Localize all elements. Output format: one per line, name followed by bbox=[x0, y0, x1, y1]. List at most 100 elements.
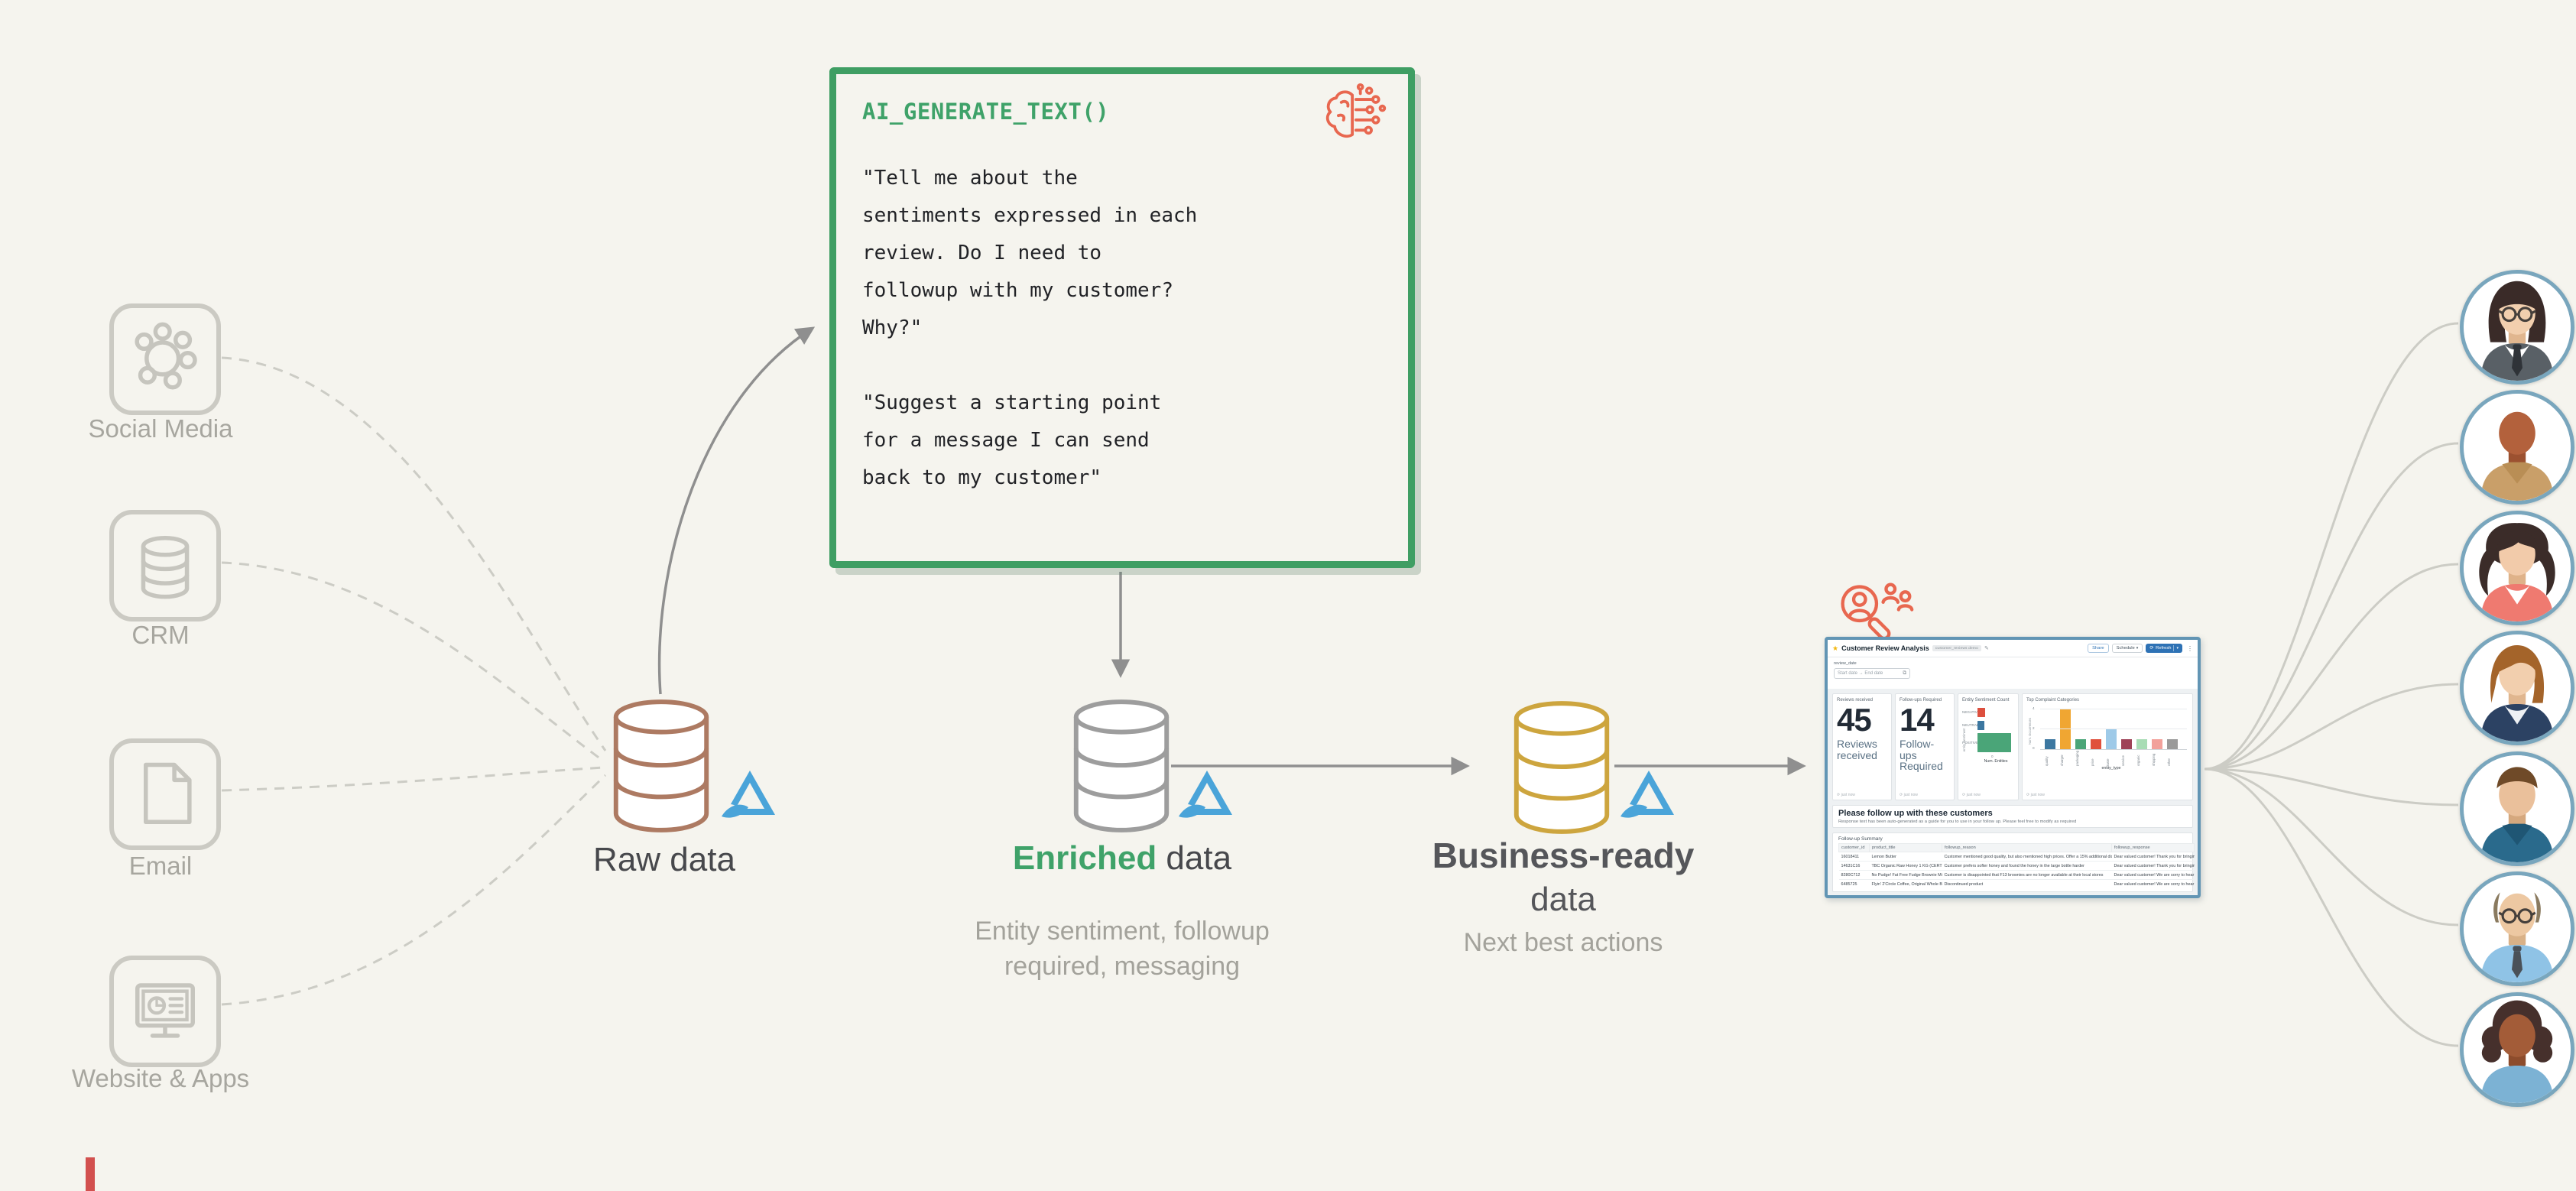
x-axis-tick-label: organic bbox=[2136, 755, 2140, 766]
y-axis-tick: 2 bbox=[2033, 726, 2035, 730]
social-media-icon bbox=[135, 322, 197, 390]
kpi-value: 14 bbox=[1900, 702, 1935, 738]
x-axis-tick-label: quality bbox=[2045, 756, 2049, 766]
table-cell: No Pudge! Fat Free Fudge Brownie Mix, 13… bbox=[1869, 870, 1942, 880]
table-cell: Customer is disappointed that F13 browni… bbox=[1942, 870, 2112, 880]
x-axis-tick-label: shipping bbox=[2152, 753, 2156, 766]
date-range-input[interactable]: Start date → End date ⧉ bbox=[1834, 668, 1910, 679]
complaint-bar bbox=[2136, 739, 2147, 749]
share-button[interactable]: Share bbox=[2088, 644, 2109, 653]
sentiment-bar-row: NEUTRAL bbox=[1962, 719, 2014, 732]
ai-function-title: AI_GENERATE_TEXT() bbox=[862, 99, 1110, 125]
customer-avatar-5 bbox=[2460, 751, 2574, 866]
x-axis-tick-label: taste bbox=[2106, 758, 2110, 766]
source-email bbox=[109, 738, 221, 850]
ai-prompt-2: "Suggest a starting point for a message … bbox=[862, 391, 1162, 489]
dashboard-body: Reviews received 45 Reviews received ⟳ j… bbox=[1828, 689, 2198, 895]
refresh-timestamp: ⟳ just now bbox=[2026, 793, 2045, 797]
column-header: product_title bbox=[1869, 843, 1942, 852]
sentiment-bar-row: NEGATIVE bbox=[1962, 706, 2014, 719]
customer-avatar-3 bbox=[2460, 511, 2574, 625]
source-label-email: Email bbox=[128, 852, 193, 880]
calendar-icon: ⧉ bbox=[1903, 670, 1906, 676]
avatar-illustration bbox=[2464, 634, 2571, 742]
edit-pencil-icon[interactable]: ✎ bbox=[1984, 646, 1989, 651]
chevron-down-icon: ▾ bbox=[2136, 646, 2139, 651]
kpi-caption: Follow-ups Required bbox=[1900, 737, 1943, 773]
sentiment-chart: entity_sentiment NEGATIVE NEUTRAL POSITIVE… bbox=[1962, 706, 2014, 764]
complaint-bar bbox=[2060, 709, 2071, 749]
table-cell: Dear valued customer! We are sorry to he… bbox=[2111, 870, 2195, 880]
customer-avatar-2 bbox=[2460, 390, 2574, 505]
x-axis-tick-label: other bbox=[2167, 758, 2171, 766]
refresh-timestamp: ⟳ just now bbox=[1962, 793, 1981, 797]
sentiment-category-label: POSITIVE bbox=[1962, 741, 1979, 745]
kebab-menu-icon[interactable]: ⋮ bbox=[2187, 644, 2193, 652]
avatar-illustration bbox=[2464, 755, 2571, 862]
dashboard-header: ★ Customer Review Analysis customer_revi… bbox=[1828, 640, 2198, 657]
ai-function-box: AI_GENERATE_TEXT() "Tell me about the se… bbox=[829, 67, 1415, 568]
source-social-media bbox=[109, 303, 221, 415]
filter-label: review_date bbox=[1834, 661, 1857, 666]
refresh-button[interactable]: ⟳ Refresh ▾ bbox=[2146, 644, 2182, 653]
enriched-database-icon bbox=[1073, 699, 1170, 832]
sentiment-bar-row: POSITIVE bbox=[1962, 732, 2014, 754]
sentiment-bar bbox=[1977, 733, 2011, 752]
business-data-label-line1: Business-ready bbox=[1432, 836, 1695, 875]
table-cell: 14631C16 bbox=[1838, 861, 1870, 871]
followup-heading: Please follow up with these customers bbox=[1838, 809, 1993, 818]
avatar-illustration bbox=[2464, 996, 2571, 1103]
source-label-website-apps: Website & Apps bbox=[71, 1064, 250, 1092]
platform-logo bbox=[720, 766, 780, 826]
x-axis-tick-label: packaging bbox=[2075, 750, 2079, 766]
ai-prompt-1: "Tell me about the sentiments expressed … bbox=[862, 167, 1198, 339]
customer-avatar-7 bbox=[2460, 992, 2574, 1107]
table-cell: Dear valued customer! Thank you for brin… bbox=[2111, 861, 2195, 871]
dashboard-title: Customer Review Analysis bbox=[1841, 644, 1929, 652]
table-cell: TBC Organic Raw Honey 1 KG (CERTIFIED OR… bbox=[1869, 861, 1942, 871]
sentiment-category-label: NEUTRAL bbox=[1962, 723, 1979, 727]
source-label-crm: CRM bbox=[131, 621, 190, 649]
avatar-illustration bbox=[2464, 875, 2571, 982]
platform-logo bbox=[1619, 766, 1679, 826]
table-cell: Dear valued customer! Thank you for brin… bbox=[2111, 852, 2195, 862]
favorite-star-icon[interactable]: ★ bbox=[1832, 644, 1839, 652]
complaint-bar bbox=[2152, 739, 2162, 749]
source-website-apps bbox=[109, 956, 221, 1067]
complaint-bar bbox=[2167, 739, 2178, 749]
followup-subtitle: Response text has been auto-generated as… bbox=[1838, 819, 2077, 824]
sentiment-category-label: NEGATIVE bbox=[1962, 710, 1980, 714]
y-axis-tick: 0 bbox=[2033, 746, 2035, 750]
button-divider bbox=[2173, 645, 2175, 651]
y-axis-label: entity_sentiment bbox=[1962, 728, 1966, 752]
avatar-illustration bbox=[2464, 514, 2571, 621]
source-crm bbox=[109, 510, 221, 621]
top-complaints-card: Top Complaint Categories Num. Occurrence… bbox=[2022, 693, 2193, 800]
table-cell: 6485725 bbox=[1838, 879, 1870, 888]
platform-logo bbox=[1177, 766, 1237, 826]
enriched-data-label: Enriched data bbox=[893, 839, 1351, 878]
schedule-button[interactable]: Schedule ▾ bbox=[2111, 644, 2143, 653]
kpi-value: 45 bbox=[1837, 702, 1872, 738]
chart-title: Top Complaint Categories bbox=[2026, 698, 2080, 703]
table-cell: Lemon Butter bbox=[1869, 852, 1942, 862]
customer-analysis-icon bbox=[1835, 579, 1916, 652]
monitor-dashboard-icon bbox=[135, 983, 195, 1038]
table-title: Follow-up Summary bbox=[1838, 836, 1883, 842]
kpi-card-reviews: Reviews received 45 Reviews received ⟳ j… bbox=[1832, 693, 1892, 800]
table-cell: 16018411 bbox=[1838, 852, 1870, 862]
database-icon bbox=[141, 536, 190, 599]
chevron-down-icon: ▾ bbox=[2176, 646, 2179, 651]
sentiment-bar bbox=[1977, 707, 1985, 717]
enriched-subtext: Entity sentiment, followup required, mes… bbox=[975, 917, 1270, 981]
business-data-cylinder bbox=[1504, 697, 1619, 839]
dashboard-badge: customer_reviews demo bbox=[1932, 645, 1981, 651]
x-axis-ticks: 050 bbox=[1991, 755, 1994, 758]
complaint-bar bbox=[2091, 739, 2101, 749]
